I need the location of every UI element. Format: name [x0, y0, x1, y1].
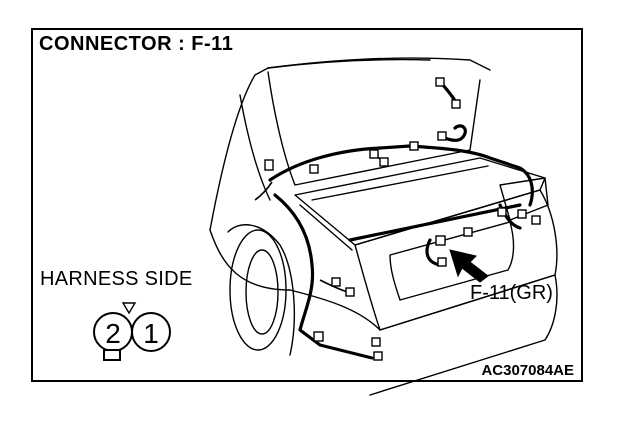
trunk-inner-edge: [311, 165, 489, 201]
connector-upper-c: [369, 149, 379, 159]
connector-roof-b: [451, 99, 461, 109]
connector-bottom-b: [371, 337, 381, 347]
rear-wheel-rim: [245, 249, 279, 335]
connector-upper-e: [409, 141, 419, 151]
rear-wheel: [229, 229, 287, 351]
connector-latch: [103, 349, 121, 361]
diagram-frame: [31, 28, 583, 382]
harness-light-lead: [443, 124, 467, 142]
wheel-arch: [227, 224, 296, 356]
trunk-lid: [294, 157, 546, 246]
connector-face-symbol: [93, 312, 171, 361]
harness-side: [273, 193, 374, 360]
pin-1-marker-icon: [121, 302, 137, 315]
connector-light: [437, 131, 447, 141]
license-recess: [389, 221, 515, 301]
trunk-edge: [299, 204, 353, 251]
connector-side-a: [331, 277, 341, 287]
connector-right-b: [517, 209, 527, 219]
connector-lid-c: [437, 257, 447, 267]
bumper: [289, 274, 558, 396]
connector-lid-b: [463, 227, 473, 237]
connector-side-b: [345, 287, 355, 297]
connector-right-c: [531, 215, 541, 225]
harness-lid-lead: [425, 238, 442, 267]
connector-upper-a: [264, 159, 274, 171]
car-body-outline: [209, 57, 491, 231]
pin-1-circle: [131, 312, 171, 352]
connector-upper-d: [379, 157, 389, 167]
c-pillar: [239, 94, 271, 201]
callout-arrow: [449, 249, 489, 283]
harness-trunk: [348, 203, 522, 242]
harness-upper: [268, 144, 534, 207]
roof-line: [267, 58, 431, 69]
pin-2-number: 2: [105, 318, 121, 349]
connector-callout-label: F-11(GR): [470, 282, 553, 304]
connector-upper-b: [309, 164, 319, 174]
lower-body: [209, 229, 291, 291]
connector-bottom-a: [313, 331, 324, 342]
harness-side-label: HARNESS SIDE: [40, 268, 193, 290]
connector-roof-a: [435, 77, 445, 87]
connector-right-a: [497, 207, 507, 217]
diagram-title: CONNECTOR : F-11: [39, 33, 234, 55]
wire-thin-left: [254, 181, 273, 201]
pin-1-number: 1: [143, 318, 159, 349]
connector-lid-a: [435, 235, 446, 246]
rear-window: [267, 71, 481, 186]
connector-bottom-c: [373, 351, 383, 361]
figure-code: AC307084AE: [481, 362, 574, 379]
